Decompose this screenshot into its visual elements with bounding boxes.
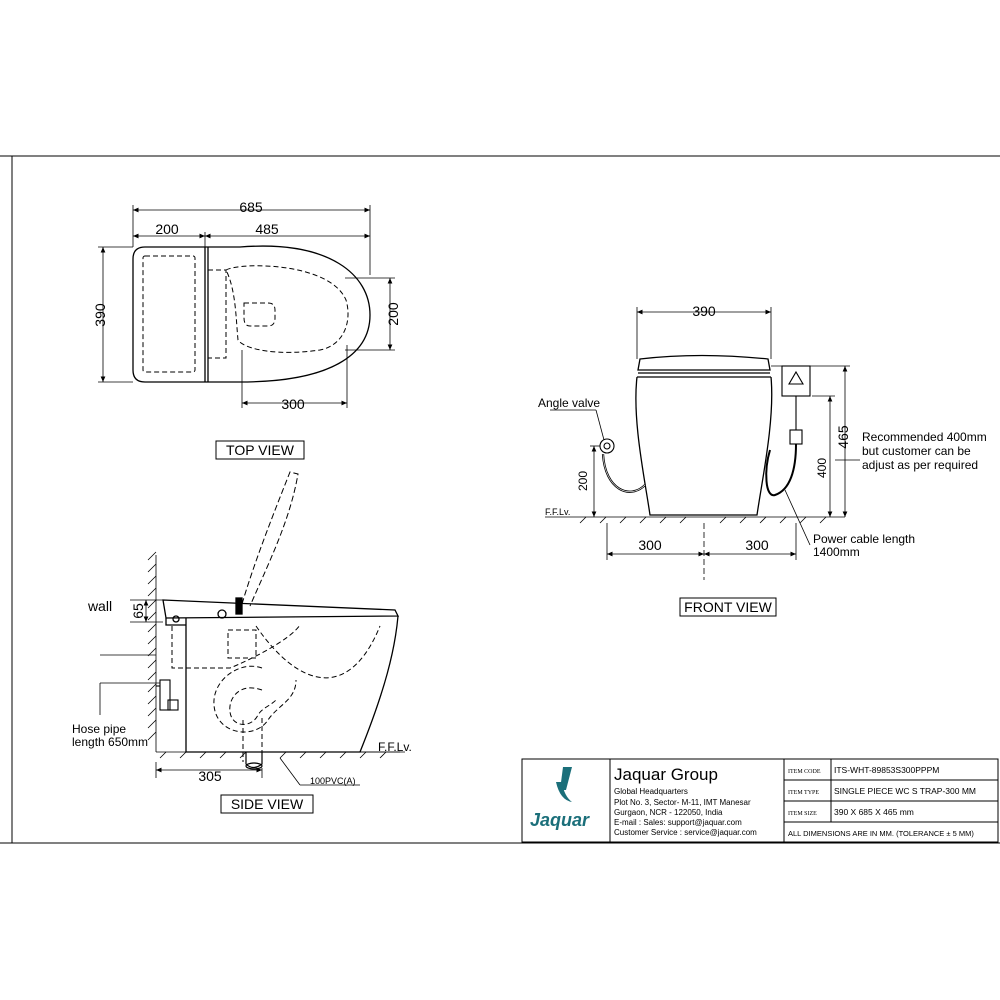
- dim-tank-length: 200: [155, 221, 179, 237]
- dim-overall-length: 685: [239, 199, 263, 215]
- brand-wordmark: Jaquar: [530, 810, 590, 830]
- socket-height: 400: [815, 458, 829, 478]
- address-line-1: Global Headquarters: [614, 787, 688, 796]
- recommend-line-1: Recommended 400mm: [862, 430, 987, 444]
- top-view: 685 200 485 390 200 300 TOP VIEW: [92, 199, 401, 460]
- valve-height: 200: [576, 471, 590, 491]
- dim-depth: 300: [281, 396, 305, 412]
- front-view: 390 Angle valve 200 F.F.Lv. 300 300 465 …: [538, 303, 987, 617]
- item-type: SINGLE PIECE WC S TRAP-300 MM: [834, 786, 976, 796]
- dim-opening: 200: [385, 302, 401, 326]
- recommend-line-3: adjust as per required: [862, 458, 978, 472]
- front-height: 465: [835, 425, 851, 449]
- recommend-line-2: but customer can be: [862, 444, 971, 458]
- address-line-3: Gurgaon, NCR - 122050, India: [614, 808, 723, 817]
- address-line-5: Customer Service : service@jaquar.com: [614, 828, 757, 837]
- pipe-label: 100PVC(A): [310, 776, 356, 786]
- cable-line-2: 1400mm: [813, 545, 860, 559]
- side-distance: 305: [198, 768, 222, 784]
- company-name: Jaquar Group: [614, 765, 718, 784]
- item-code: ITS-WHT-89853S300PPPM: [834, 765, 939, 775]
- side-view-title: SIDE VIEW: [231, 796, 304, 812]
- front-view-title: FRONT VIEW: [684, 599, 772, 615]
- address-line-4: E-mail : Sales: support@jaquar.com: [614, 818, 742, 827]
- item-code-label: ITEM CODE: [788, 769, 821, 775]
- dimension-note: ALL DIMENSIONS ARE IN MM. (TOLERANCE ± 5…: [788, 829, 974, 838]
- item-size-label: ITEM SIZE: [788, 811, 817, 817]
- title-block: Jaquar Jaquar Group Global Headquarters …: [521, 758, 999, 843]
- dim-bowl-length: 485: [255, 221, 279, 237]
- front-width: 390: [692, 303, 716, 319]
- top-view-title: TOP VIEW: [226, 442, 295, 458]
- dim-width: 390: [92, 303, 108, 327]
- side-view: wall 65 Hose pipe length 650mm F.F.Lv. 3…: [72, 471, 412, 814]
- hose-label-1: Hose pipe: [72, 722, 126, 736]
- cable-line-1: Power cable length: [813, 532, 915, 546]
- front-left: 300: [638, 537, 662, 553]
- side-ffl: F.F.Lv.: [378, 740, 412, 754]
- address-line-2: Plot No. 3, Sector- M-11, IMT Manesar: [614, 798, 751, 807]
- side-seat-height: 65: [130, 603, 146, 619]
- item-type-label: ITEM TYPE: [788, 790, 819, 796]
- front-ffl: F.F.Lv.: [545, 507, 570, 517]
- item-size: 390 X 685 X 465 mm: [834, 807, 914, 817]
- hose-label-2: length 650mm: [72, 735, 148, 749]
- front-right: 300: [745, 537, 769, 553]
- side-wall-label: wall: [87, 598, 112, 614]
- jaquar-logo-icon: [556, 767, 572, 802]
- sheet-frame: [0, 155, 1000, 844]
- angle-valve-label: Angle valve: [538, 396, 600, 410]
